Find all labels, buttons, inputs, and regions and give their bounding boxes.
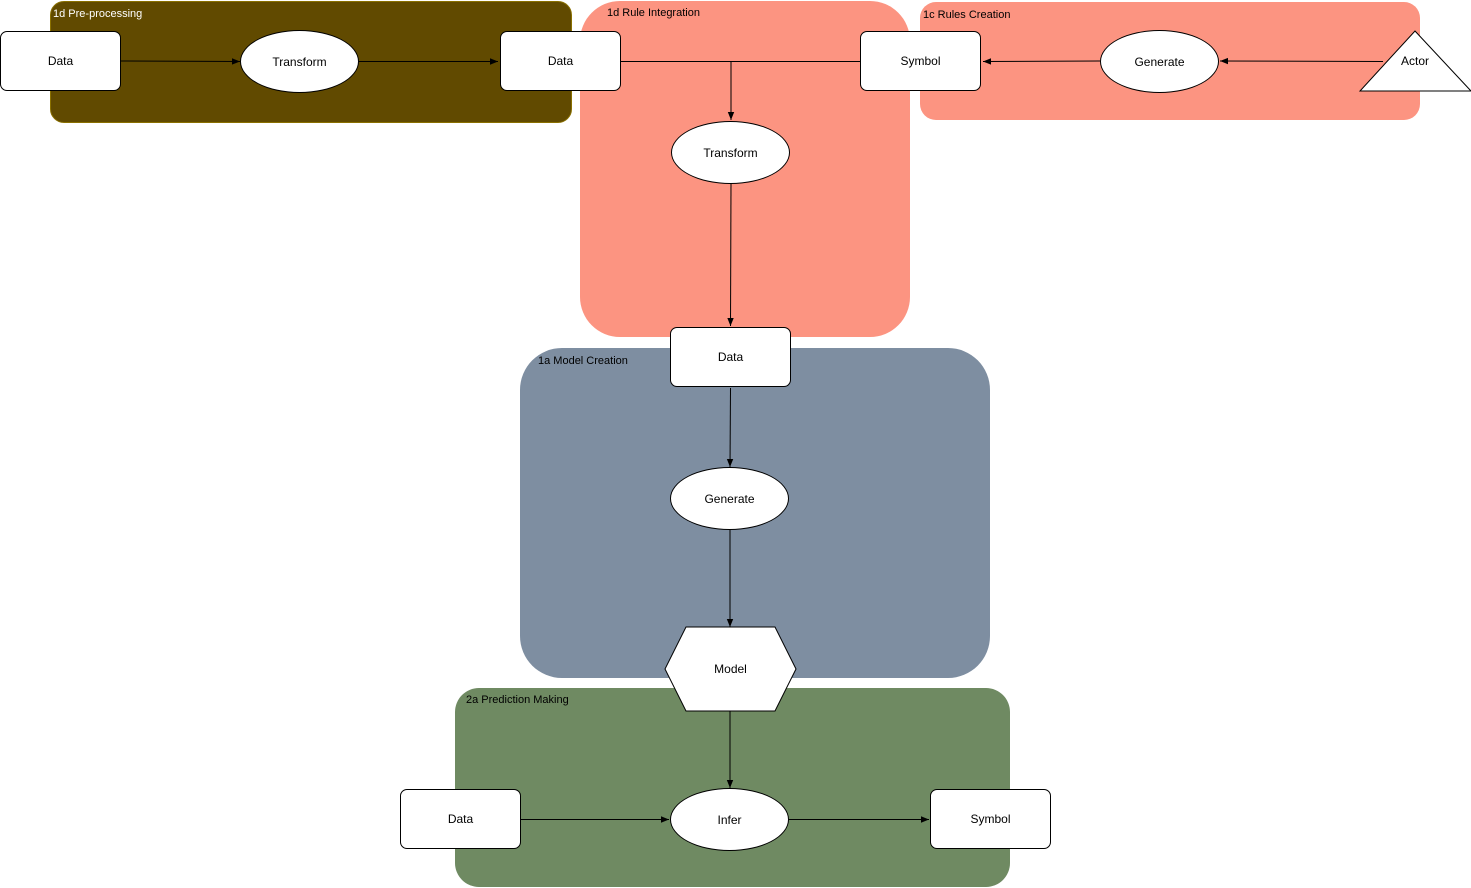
- transform-node-preprocessing[interactable]: Transform: [240, 30, 359, 93]
- actor-triangle: [1358, 30, 1471, 92]
- edge-generate-symbol: [982, 58, 1101, 65]
- transform-node-integration[interactable]: Transform: [671, 121, 790, 184]
- group-label-prediction-making: 2a Prediction Making: [466, 694, 569, 706]
- symbol-node-top[interactable]: Symbol: [860, 31, 981, 91]
- data-node-preprocessing[interactable]: Data: [0, 31, 121, 91]
- group-label-rules-creation: 1c Rules Creation: [923, 9, 1011, 21]
- generate-node-model[interactable]: Generate: [670, 467, 789, 530]
- actor-node[interactable]: Actor: [1400, 54, 1429, 68]
- model-hexagon: [664, 626, 797, 712]
- model-node[interactable]: Model: [714, 662, 747, 676]
- infer-node[interactable]: Infer: [670, 788, 789, 851]
- data-node-model[interactable]: Data: [670, 327, 791, 387]
- edge-modeldata-generate: [726, 387, 734, 468]
- symbol-node-prediction[interactable]: Symbol: [930, 789, 1051, 849]
- edge-predata-pretransform: [120, 58, 241, 65]
- group-label-preprocessing: 1d Pre-processing: [53, 8, 143, 20]
- edge-actor-generate: [1219, 57, 1384, 65]
- generate-node-rules[interactable]: Generate: [1100, 30, 1219, 93]
- group-label-rule-integration: 1d Rule Integration: [607, 7, 700, 19]
- data-node-integration[interactable]: Data: [500, 31, 621, 91]
- data-node-prediction[interactable]: Data: [400, 789, 521, 849]
- group-label-model-creation: 1a Model Creation: [538, 355, 628, 367]
- edge-inttransform-modeldata: [727, 182, 734, 327]
